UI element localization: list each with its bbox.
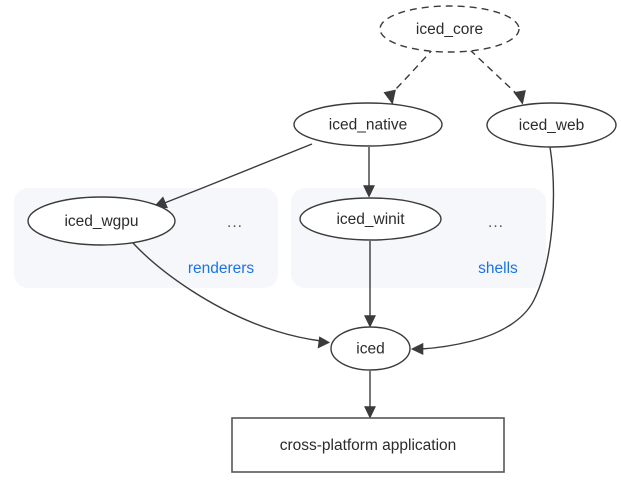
- node-iced_web-shape: [486, 102, 617, 148]
- node-iced_native-label: iced_native: [329, 117, 407, 134]
- cluster-renderers-label: renderers: [188, 260, 255, 277]
- edge-iced_core-iced_web: [469, 49, 520, 97]
- arrowhead-iced-app: [364, 406, 376, 419]
- cluster-renderers-ellipsis: ...: [227, 214, 243, 231]
- node-iced_wgpu[interactable]: iced_wgpu: [27, 196, 176, 246]
- arrowhead-iced_winit-iced: [364, 315, 376, 328]
- node-iced_core-label: iced_core: [416, 21, 483, 38]
- arrowhead-iced_web-iced: [410, 342, 424, 355]
- arrowhead-iced_core-iced_native: [383, 89, 396, 105]
- node-iced_winit-label: iced_winit: [336, 211, 405, 228]
- arrowhead-iced_native-iced_winit: [363, 185, 375, 198]
- node-iced_web-label: iced_web: [519, 117, 585, 134]
- cluster-shells-ellipsis: ...: [488, 214, 504, 231]
- node-iced_core[interactable]: iced_core: [379, 5, 520, 53]
- node-iced-label: iced: [356, 341, 384, 358]
- node-iced_winit-shape: [299, 197, 442, 241]
- edge-iced_core-iced_native: [389, 47, 435, 96]
- node-iced_wgpu-label: iced_wgpu: [64, 213, 138, 230]
- node-iced-shape: [330, 326, 411, 371]
- edge-iced_web-iced: [420, 146, 555, 350]
- cluster-shells-label: shells: [478, 260, 518, 277]
- node-app[interactable]: cross-platform application: [231, 417, 505, 473]
- node-iced_wgpu-shape: [27, 196, 176, 246]
- node-iced_native[interactable]: iced_native: [293, 102, 443, 147]
- node-iced_native-shape: [293, 102, 443, 147]
- node-iced_core-shape: [379, 5, 520, 53]
- arrowhead-iced_core-iced_web: [513, 90, 526, 105]
- node-app-shape: [231, 417, 505, 473]
- node-iced_winit[interactable]: iced_winit: [299, 197, 442, 241]
- node-iced[interactable]: iced: [330, 326, 411, 371]
- edge-iced_wgpu-iced: [132, 242, 322, 342]
- edge-iced_native-iced_wgpu: [161, 143, 313, 205]
- arrowhead-iced_wgpu-iced: [317, 336, 331, 349]
- node-iced_web[interactable]: iced_web: [486, 102, 617, 148]
- node-app-label: cross-platform application: [280, 437, 457, 454]
